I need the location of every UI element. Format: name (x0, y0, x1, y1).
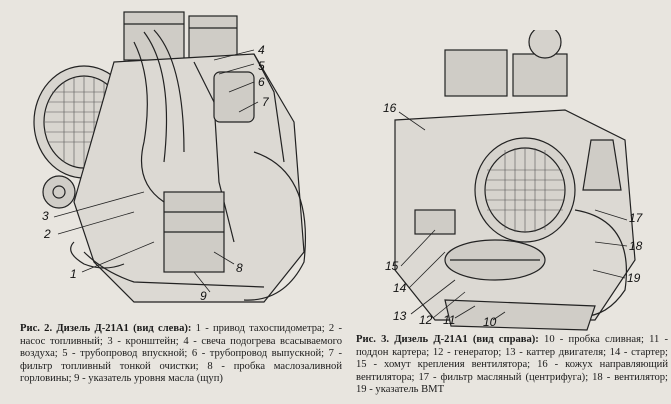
callout-label: 3 (42, 209, 49, 223)
engine-right-view-illustration: 16 17 18 19 15 14 13 12 11 10 (383, 30, 644, 331)
callout-label: 18 (629, 239, 643, 253)
callout-label: 13 (393, 309, 407, 323)
callout-label: 7 (262, 95, 270, 109)
callout-label: 17 (629, 211, 644, 225)
callout-label: 2 (43, 227, 51, 241)
callout-label: 10 (483, 315, 497, 329)
callout-label: 4 (258, 43, 265, 57)
callout-label: 1 (70, 267, 77, 281)
figure-2-caption: Рис. 2. Дизель Д-21А1 (вид слева): 1 - п… (20, 323, 342, 386)
caption-body: 10 - пробка сливная; 11 - поддон картера… (356, 334, 668, 395)
callout-label: 11 (443, 313, 455, 327)
callout-label: 6 (258, 75, 265, 89)
figure-3-caption: Рис. 3. Дизель Д-21А1 (вид справа): 10 -… (356, 334, 668, 397)
caption-title: Рис. 3. Дизель Д-21А1 (вид справа): (356, 334, 539, 345)
callout-label: 16 (383, 101, 397, 115)
callout-label: 12 (419, 313, 433, 327)
caption-title: Рис. 2. Дизель Д-21А1 (вид слева): (20, 323, 192, 334)
callout-label: 9 (200, 289, 207, 303)
callout-label: 19 (627, 271, 641, 285)
callout-label: 15 (385, 259, 399, 273)
caption-body: 1 - привод тахоспидометра; 2 - насос топ… (20, 323, 342, 384)
engine-left-view-illustration: 4 5 6 7 3 2 1 8 9 (33, 11, 306, 303)
callout-label: 8 (236, 261, 243, 275)
callout-label: 5 (258, 59, 265, 73)
callout-label: 14 (393, 281, 407, 295)
